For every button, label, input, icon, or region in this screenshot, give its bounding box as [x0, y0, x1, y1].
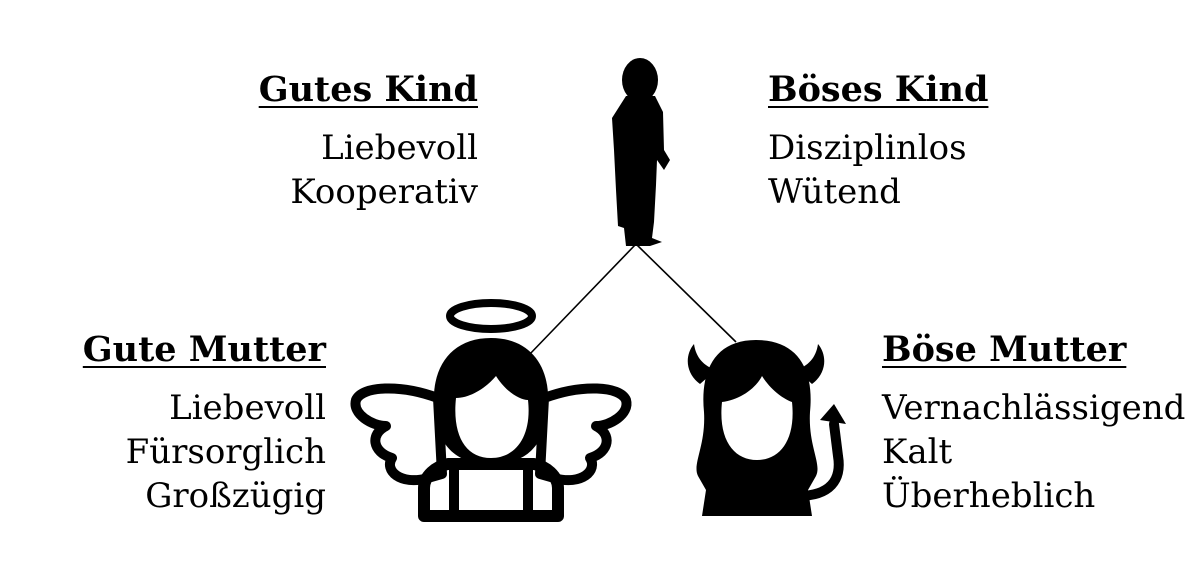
trait-item: Großzügig [145, 476, 326, 516]
child-silhouette-icon [612, 58, 670, 246]
trait-item: Kalt [882, 432, 953, 472]
good-child-block: Gutes Kind Liebevoll Kooperativ [190, 70, 478, 214]
good-mother-traits: Liebevoll Fürsorglich Großzügig [60, 386, 326, 518]
bad-child-block: Böses Kind Disziplinlos Wütend [768, 70, 1068, 214]
trait-item: Kooperativ [290, 172, 478, 212]
angel-icon [350, 299, 632, 522]
bad-child-traits: Disziplinlos Wütend [768, 126, 1068, 214]
trait-item: Liebevoll [169, 388, 326, 428]
trait-item: Liebevoll [321, 128, 478, 168]
bad-mother-block: Böse Mutter Vernachlässigend Kalt Überhe… [882, 330, 1192, 518]
good-mother-block: Gute Mutter Liebevoll Fürsorglich Großzü… [60, 330, 326, 518]
trait-item: Wütend [768, 172, 901, 212]
connector-line-bad-mother [635, 243, 737, 343]
bad-mother-traits: Vernachlässigend Kalt Überheblich [882, 386, 1192, 518]
trait-item: Fürsorglich [125, 432, 326, 472]
connector-line-good-mother [527, 243, 637, 357]
good-child-traits: Liebevoll Kooperativ [190, 126, 478, 214]
devil-icon [687, 340, 846, 516]
trait-item: Disziplinlos [768, 128, 967, 168]
trait-item: Vernachlässigend [882, 388, 1186, 428]
good-mother-title: Gute Mutter [82, 329, 326, 370]
good-child-title: Gutes Kind [258, 69, 478, 110]
bad-child-title: Böses Kind [768, 69, 989, 110]
trait-item: Überheblich [882, 476, 1096, 516]
bad-mother-title: Böse Mutter [882, 329, 1127, 370]
